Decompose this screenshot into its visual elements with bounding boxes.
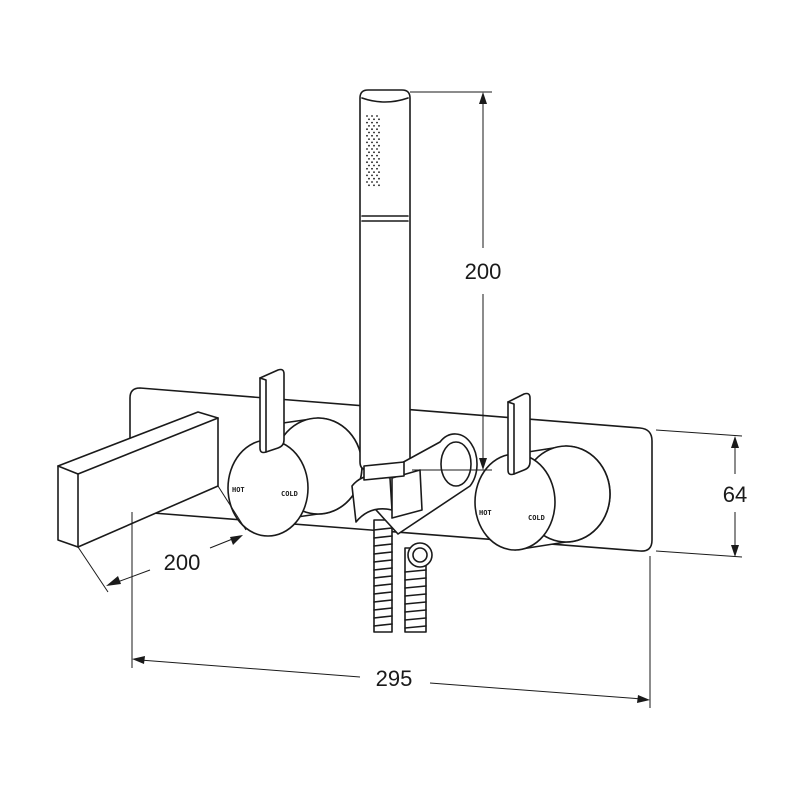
hand-shower — [359, 89, 411, 471]
spray-nozzle-pattern — [366, 115, 380, 187]
right-cold-label: COLD — [528, 514, 545, 522]
dimension-plate-height-64: 64 — [655, 429, 747, 558]
plate-height-64-label: 64 — [723, 482, 747, 507]
spout-200-label: 200 — [164, 550, 201, 575]
left-cold-label: COLD — [281, 490, 298, 498]
shower-hose — [373, 519, 433, 633]
right-mixer: HOT COLD — [474, 392, 611, 551]
right-hot-label: HOT — [479, 509, 492, 517]
dimension-spout-200: 200 — [77, 485, 247, 593]
height-200-label: 200 — [465, 259, 502, 284]
dimension-height-200: 200 — [410, 91, 502, 471]
left-lever-handle — [259, 368, 285, 454]
dimension-width-295: 295 — [131, 512, 651, 708]
shower-holder — [351, 433, 478, 535]
left-mixer: HOT COLD — [227, 368, 363, 537]
right-lever-handle — [507, 392, 531, 476]
width-295-label: 295 — [376, 666, 413, 691]
left-hot-label: HOT — [232, 486, 245, 494]
